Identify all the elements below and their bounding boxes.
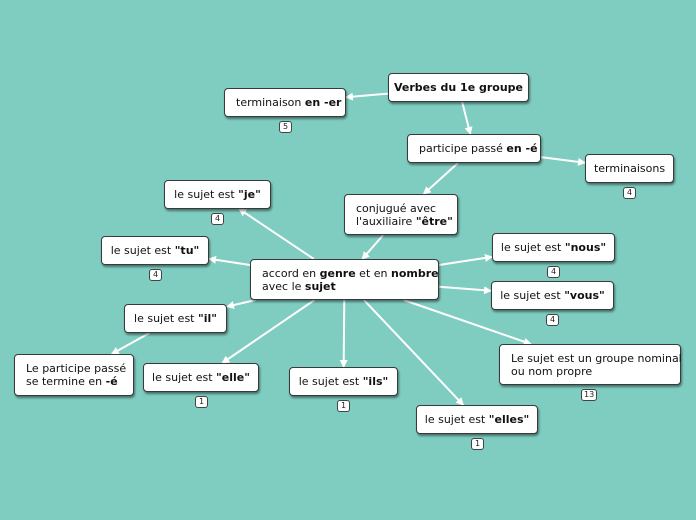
node-text-segment: le sujet est — [500, 241, 565, 254]
count-badge: 5 — [279, 121, 292, 133]
node-text-segment: "ils" — [362, 375, 389, 388]
node-participe-passe-en-e[interactable]: participe passé en -é — [407, 134, 541, 163]
node-terminaison-en-er[interactable]: terminaison en -er — [224, 88, 346, 117]
connector-verbes-to-terminaison — [345, 92, 389, 101]
connector-conjugue-to-accord — [361, 234, 384, 260]
node-text-segment: le sujet est — [152, 371, 217, 384]
node-terminaisons[interactable]: terminaisons — [585, 154, 674, 183]
connector-participe-to-conjugue — [422, 162, 459, 195]
node-text-segment: avec le — [262, 279, 305, 293]
node-text-segment: genre — [319, 266, 356, 280]
node-sujet-elle[interactable]: le sujet est "elle" — [143, 363, 259, 392]
node-text-segment: "tu" — [174, 244, 200, 257]
count-badge: 4 — [623, 187, 636, 199]
count-badge: 1 — [337, 400, 350, 412]
node-text-segment: l'auxiliaire — [356, 214, 416, 228]
node-text-segment: se termine en — [26, 375, 106, 388]
node-text-segment: conjugué avec — [356, 201, 437, 215]
node-text-segment: participe passé — [419, 142, 507, 155]
node-text-segment: Verbes du 1e groupe — [394, 81, 524, 94]
count-badge: 1 — [471, 438, 484, 450]
node-text-segment: -é — [105, 375, 118, 388]
connector-verbes-to-participe — [461, 101, 473, 135]
node-sujet-nous[interactable]: le sujet est "nous" — [492, 233, 615, 262]
node-text-segment: accord en — [262, 266, 320, 280]
count-badge: 4 — [547, 266, 560, 278]
node-text-segment: en -é — [506, 142, 538, 155]
count-badge: 4 — [149, 269, 162, 281]
connector-accord-to-groupe — [403, 299, 532, 346]
node-text-segment: "elle" — [216, 371, 250, 384]
connector-il-to-finale — [110, 332, 150, 355]
node-text-segment: "il" — [197, 312, 217, 325]
connector-accord-to-vous — [438, 285, 492, 295]
node-text-segment: le sujet est — [500, 289, 565, 302]
node-text-segment: le sujet est — [424, 413, 489, 426]
node-text-segment: le sujet est — [110, 244, 175, 257]
node-text-segment: sujet — [304, 279, 336, 293]
node-text-segment: "elles" — [488, 413, 530, 426]
connector-accord-to-elle — [221, 299, 316, 364]
node-text-segment: Le sujet est un groupe nominal — [511, 351, 682, 365]
connector-accord-to-ils — [339, 299, 348, 368]
connector-accord-to-tu — [208, 255, 251, 267]
node-text-segment: nombre — [391, 266, 439, 280]
node-text-segment: et en — [355, 266, 391, 280]
count-badge: 4 — [546, 314, 559, 326]
node-text-segment: terminaisons — [593, 162, 666, 175]
node-sujet-il[interactable]: le sujet est "il" — [124, 304, 227, 333]
count-badge: 13 — [581, 389, 598, 401]
node-verbes-1e-groupe[interactable]: Verbes du 1e groupe — [388, 73, 529, 102]
node-sujet-je[interactable]: le sujet est "je" — [164, 180, 271, 209]
node-text-segment: le sujet est — [134, 312, 198, 325]
connector-accord-to-elles — [363, 299, 465, 406]
connector-participe-to-terminaisons — [540, 156, 586, 166]
node-text-segment: "vous" — [564, 289, 605, 302]
node-text-segment: "être" — [415, 214, 453, 228]
node-sujet-elles[interactable]: le sujet est "elles" — [416, 405, 538, 434]
node-text-segment: le sujet est — [174, 188, 239, 201]
node-sujet-ils[interactable]: le sujet est "ils" — [289, 367, 398, 396]
node-text-segment: terminaison — [236, 96, 305, 109]
node-text-segment: Le participe passé — [26, 362, 127, 375]
connector-accord-to-il — [226, 299, 256, 309]
node-accord-genre-nombre[interactable]: accord en genre et en nombre avec le suje… — [250, 259, 439, 300]
node-text-segment: le sujet est — [298, 375, 363, 388]
node-sujet-tu[interactable]: le sujet est "tu" — [101, 236, 209, 265]
count-badge: 1 — [195, 396, 208, 408]
node-text-segment: "nous" — [564, 241, 607, 254]
count-badge: 4 — [211, 213, 224, 225]
node-text-segment: "je" — [238, 188, 261, 201]
connector-accord-to-je — [238, 208, 315, 260]
node-text-segment: ou nom propre — [511, 364, 593, 378]
node-sujet-vous[interactable]: le sujet est "vous" — [491, 281, 614, 310]
connector-accord-to-nous — [438, 254, 493, 267]
node-text-segment: en -er — [304, 96, 342, 109]
